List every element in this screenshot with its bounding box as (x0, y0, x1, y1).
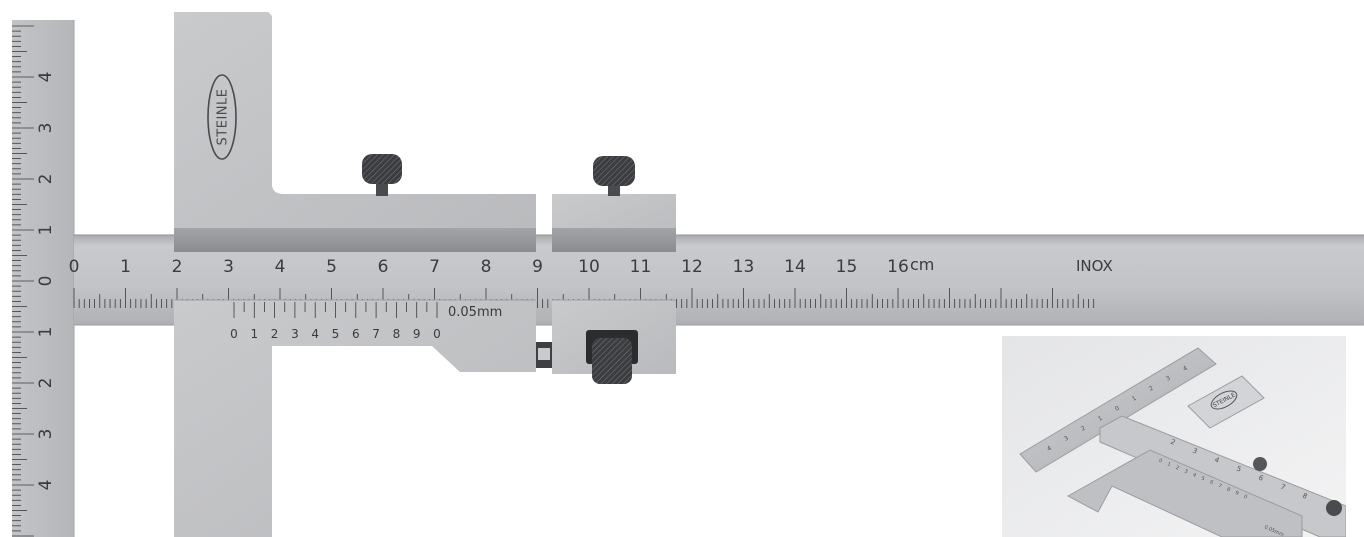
vertical-scale-number: 2 (36, 378, 56, 389)
inset-lock-screw-icon (1253, 457, 1267, 471)
vernier-number: 8 (393, 327, 401, 341)
vernier-number: 3 (291, 327, 299, 341)
vernier-ticks (233, 302, 438, 318)
vernier-number: 0 (433, 327, 441, 341)
inset-beam-number: 2 (1169, 438, 1176, 447)
vertical-scale-number: 1 (36, 225, 56, 236)
main-scale-number: 12 (681, 257, 703, 277)
inset-arm-number: 4 (1046, 445, 1053, 453)
inset-beam-number: 5 (1235, 465, 1242, 474)
vernier-number: 2 (271, 327, 279, 341)
unit-label: cm (910, 255, 934, 274)
inset-vernier-number: 2 (1175, 465, 1180, 472)
vernier-number: 1 (250, 327, 258, 341)
vertical-scale-number: 3 (36, 123, 56, 134)
main-scale-number: 13 (733, 257, 755, 277)
fine-lock-screw-icon[interactable] (593, 156, 635, 196)
vernier-number: 9 (413, 327, 421, 341)
main-scale-number: 9 (532, 257, 543, 277)
inset-beam (1099, 415, 1346, 537)
main-scale-number: 8 (481, 257, 492, 277)
slider-lock-screw-icon[interactable] (362, 154, 402, 196)
steinle-logo: STEINLE (207, 74, 237, 160)
inset-vernier-number: 5 (1200, 476, 1205, 483)
inset-vernier-number: 0 (1243, 494, 1248, 501)
main-scale-number: 2 (172, 257, 183, 277)
main-scale-number: 6 (378, 257, 389, 277)
svg-text:STEINLE: STEINLE (216, 89, 231, 146)
vernier-number: 7 (372, 327, 380, 341)
vertical-scale-number: 3 (36, 429, 56, 440)
inset-arm-numbers: 4 3 2 1 0 1 2 3 4 (1046, 365, 1189, 453)
main-scale-number: 15 (836, 257, 858, 277)
main-scale-number: 16 (887, 257, 909, 277)
inset-arm-number: 4 (1182, 365, 1189, 373)
vertical-scale-number: 4 (36, 72, 56, 83)
fine-adjust-knurled-wheel-icon[interactable] (586, 330, 638, 384)
sliding-jaw (174, 12, 536, 252)
main-scale-number: 0 (69, 257, 80, 277)
vertical-scale-number: 0 (36, 276, 56, 287)
main-scale-number: 3 (223, 257, 234, 277)
inset-vernier-number: 4 (1192, 472, 1197, 479)
vernier-resolution-label: 0.05mm (448, 305, 502, 320)
inset-vernier-number: 3 (1183, 468, 1188, 475)
material-label: INOX (1076, 257, 1113, 275)
inset-arm-number: 3 (1165, 375, 1172, 383)
main-scale-number: 1 (120, 257, 131, 277)
inset-jaw (1187, 375, 1265, 429)
inset-vernier-number: 8 (1226, 486, 1231, 493)
vertical-scale-number: 4 (36, 480, 56, 491)
vertical-ruler-ticks (12, 25, 34, 537)
inset-arm-number: 0 (1114, 405, 1121, 413)
inset-arm-number: 2 (1148, 385, 1155, 393)
inset-beam-number: 6 (1257, 474, 1265, 483)
inset-vernier-number: 1 (1166, 461, 1171, 468)
main-scale-number: 5 (326, 257, 337, 277)
inset-vernier-number: 0 (1158, 458, 1163, 465)
vernier-number: 4 (311, 327, 319, 341)
slider-top-bar (174, 228, 536, 252)
inset-beam-number: 7 (1279, 483, 1286, 492)
main-scale-number: 4 (275, 257, 286, 277)
inset-vernier-number: 6 (1209, 479, 1214, 486)
vertical-scale-number: 1 (36, 327, 56, 338)
vertical-ruler-numbers: 1 2 3 4 0 1 2 3 4 (36, 72, 56, 491)
vernier-number: 0 (230, 327, 238, 341)
vernier-number: 6 (352, 327, 360, 341)
inset-beam-number: 4 (1213, 456, 1221, 465)
vertical-ruler (12, 20, 74, 537)
main-scale-number: 10 (578, 257, 600, 277)
inset-vernier-number: 9 (1234, 490, 1239, 497)
inset-arm-number: 1 (1131, 395, 1138, 403)
vertical-scale-number: 2 (36, 174, 56, 185)
inset-lower-plate (1066, 449, 1303, 537)
inset-beam-number: 8 (1301, 492, 1308, 501)
inset-fine-screw-icon (1326, 500, 1342, 516)
inset-arm-number: 3 (1063, 435, 1070, 443)
main-scale-number: 14 (784, 257, 806, 277)
inset-vernier-number: 7 (1217, 483, 1222, 490)
inset-arm-number: 1 (1097, 415, 1104, 423)
inset-cross-arm (1019, 347, 1217, 473)
slider-lower-plate (174, 300, 536, 537)
main-scale-number: 7 (429, 257, 440, 277)
vernier-number: 5 (332, 327, 340, 341)
inset-arm-number: 2 (1080, 425, 1087, 433)
inset-beam-number: 3 (1191, 447, 1198, 456)
main-scale-number: 11 (630, 257, 652, 277)
